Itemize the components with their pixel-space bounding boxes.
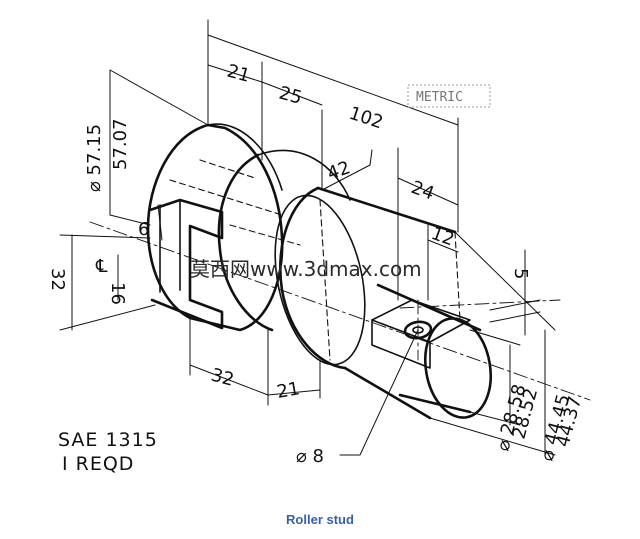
note-material: SAE 1315 (58, 429, 158, 451)
stamp-label: METRIC (416, 90, 463, 105)
metric-stamp: METRIC (407, 84, 491, 108)
dim-25: 25 (277, 83, 305, 109)
part-outline (146, 123, 492, 420)
dim-24: 24 (408, 177, 437, 205)
dimension-lines (59, 19, 556, 456)
dim-42: 42 (325, 157, 354, 185)
watermark: 莫西网www.3dmax.com (190, 257, 422, 281)
dim-21-top: 21 (225, 61, 253, 87)
dim-102: 102 (346, 103, 385, 134)
figure-caption: Roller stud (286, 512, 354, 527)
notes: SAE 1315 I REQD (58, 429, 158, 475)
center-lines (89, 221, 591, 401)
dia-8: ⌀ 8 (296, 446, 324, 467)
dim-5: 5 (510, 268, 531, 279)
dim-6: 6 (138, 219, 149, 240)
roller-stud-drawing: 21 25 102 42 24 12 5 6 16 32 32 21 ⌀ 57.… (47, 19, 591, 475)
dim-32-bottom: 32 (209, 365, 237, 391)
dia-57-07: 57.07 (110, 118, 131, 170)
dim-32-left: 32 (47, 268, 68, 291)
note-quantity: I REQD (62, 453, 134, 475)
dim-16: 16 (107, 282, 128, 305)
dim-21-bottom: 21 (275, 378, 301, 403)
dim-12: 12 (428, 223, 457, 251)
dia-57-15: ⌀ 57.15 (84, 124, 105, 192)
centerline-mark: ℄ (95, 256, 108, 277)
